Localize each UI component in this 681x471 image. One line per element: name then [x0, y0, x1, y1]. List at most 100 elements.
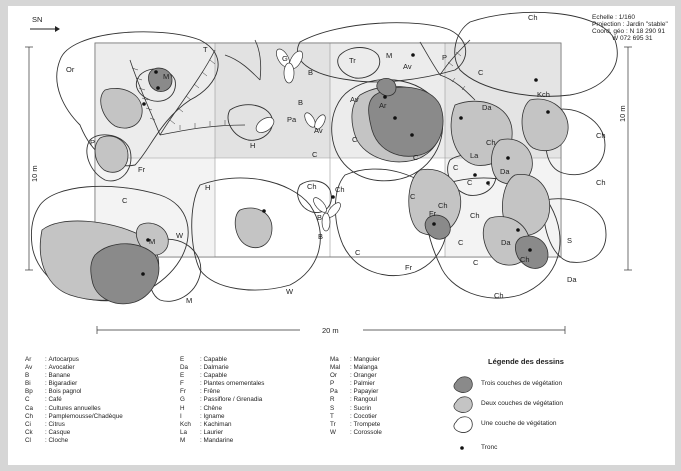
bottom-dimension	[96, 326, 566, 334]
abbrev-separator: :	[45, 364, 49, 372]
plant-label: S	[567, 236, 572, 245]
abbrev-row: La: Laurier	[180, 429, 264, 437]
abbrev-row: B: Banane	[25, 372, 123, 380]
plant-label: C	[458, 238, 464, 247]
plant-label: Ch	[596, 131, 606, 140]
abbrev-row: Mal: Malanga	[330, 364, 382, 372]
frond-ticks	[131, 51, 466, 130]
plant-label: P	[442, 53, 447, 62]
abbrev-separator: :	[350, 364, 354, 372]
plant-label: Fr	[405, 263, 413, 272]
plant-label: C	[467, 178, 473, 187]
legend-title: Légende des dessins	[488, 357, 564, 366]
abbrev-row: Pa: Papayier	[330, 388, 382, 396]
abbrev-separator: :	[350, 420, 354, 428]
legend-item-trunk: Tronc	[481, 444, 498, 451]
abbrev-name: Casque	[48, 428, 71, 436]
abbrev-separator: :	[200, 428, 204, 436]
height-dimension-label: 10 m	[30, 165, 39, 182]
banana-plants	[255, 48, 341, 232]
abbrev-row: Ck: Casque	[25, 429, 123, 437]
abbrev-code: Ar	[25, 356, 32, 363]
abbrev-separator: :	[45, 404, 49, 412]
plant-label: Ch	[486, 138, 496, 147]
abbrev-name: Sucrin	[353, 404, 372, 412]
plant-label: Ch	[335, 185, 345, 194]
coord-text-2: W 072 695 31	[612, 35, 653, 42]
plant-label: Pa	[287, 115, 297, 124]
plant-label: Av	[350, 95, 359, 104]
projection-text: Projection : Jardin "stable"	[592, 21, 668, 28]
plant-label: Av	[403, 62, 412, 71]
plant-label: H	[205, 183, 210, 192]
abbrev-separator: :	[200, 396, 204, 404]
abbrev-code: Bi	[25, 380, 31, 388]
abbrev-row: R: Rangoul	[330, 396, 382, 404]
abbrev-row: Bp: Bois pagnol	[25, 388, 123, 396]
abbrev-code: G	[180, 396, 185, 404]
abbrev-name: Plantes ornementales	[203, 380, 265, 388]
plant-label: W	[286, 287, 294, 296]
abbrev-name: Bois pagnol	[48, 388, 82, 396]
plant-label: Tr	[349, 56, 356, 65]
abbrev-code: B	[25, 372, 30, 380]
abbrev-separator: :	[45, 428, 49, 436]
abbrev-separator: :	[350, 380, 354, 388]
abbrev-row: G: Passiflore / Grenadia	[180, 396, 264, 404]
abbrev-separator: :	[45, 388, 49, 396]
plant-label: T	[203, 45, 208, 54]
abbrev-row: Ci: Citrus	[25, 421, 123, 429]
plant-label: Ch	[494, 291, 504, 300]
abbrev-row: T: Cocotier	[330, 413, 382, 421]
legend-item-three-layers: Trois couches de végétation	[481, 380, 563, 387]
abbrev-name: Pamplemousse/Chadèque	[48, 412, 123, 420]
plant-label: M	[386, 51, 392, 60]
abbrev-separator: :	[200, 388, 204, 396]
abbrev-name: Frêne	[203, 388, 220, 396]
plant-label: G	[282, 54, 288, 63]
plant-label: Ch	[307, 182, 317, 191]
abbrev-code: S	[330, 404, 335, 412]
abbrev-name: Passiflore / Grenadia	[203, 396, 263, 404]
abbrev-row: Ma: Manguier	[330, 356, 382, 364]
abbrev-row: P: Palmier	[330, 380, 382, 388]
plant-label: C	[355, 248, 361, 257]
width-dimension-label: 20 m	[322, 326, 339, 335]
abbrev-code: Ma	[330, 356, 339, 363]
plant-label: Ch	[520, 255, 530, 264]
abbrev-name: Cultures annuelles	[48, 404, 101, 412]
abbrev-name: Rangoul	[353, 396, 377, 404]
abbrev-row: F: Plantes ornementales	[180, 380, 264, 388]
orientation-arrow-icon	[30, 26, 60, 32]
dark-shape-icon	[453, 376, 473, 393]
abbrev-name: Igname	[203, 412, 225, 420]
abbrev-row: E: Capable	[180, 372, 264, 380]
abbrev-name: Avocatier	[48, 364, 75, 372]
abbrev-separator: :	[200, 364, 204, 372]
abbrev-row: Ca: Cultures annuelles	[25, 405, 123, 413]
abbrev-name: Capable	[203, 372, 227, 380]
abbrev-code: C	[25, 396, 30, 404]
abbrev-separator: :	[45, 412, 49, 420]
abbrev-code: Ci	[25, 420, 31, 428]
abbrev-code: Kch	[180, 420, 191, 428]
abbrev-separator: :	[200, 420, 204, 428]
abbrev-separator: :	[45, 356, 49, 363]
left-dimension	[25, 46, 33, 271]
abbrev-code: Ck	[25, 428, 33, 436]
abbrev-row: I: Igname	[180, 413, 264, 421]
plant-label: Ch	[528, 13, 538, 22]
plant-label: Da	[500, 167, 510, 176]
abbrev-row: S: Sucrin	[330, 405, 382, 413]
plant-label: C	[453, 163, 459, 172]
plant-label: Ar	[379, 101, 387, 110]
abbrev-name: Bigaradier	[48, 380, 78, 388]
abbrev-row: Cl: Cloche	[25, 437, 123, 445]
abbrev-name: Manguier	[353, 356, 380, 363]
plant-label: M	[163, 72, 169, 81]
plant-label: Fr	[429, 209, 437, 218]
plant-label: C	[413, 153, 419, 162]
palm-fronds	[129, 39, 476, 136]
abbrev-name: Mandarine	[203, 436, 234, 444]
